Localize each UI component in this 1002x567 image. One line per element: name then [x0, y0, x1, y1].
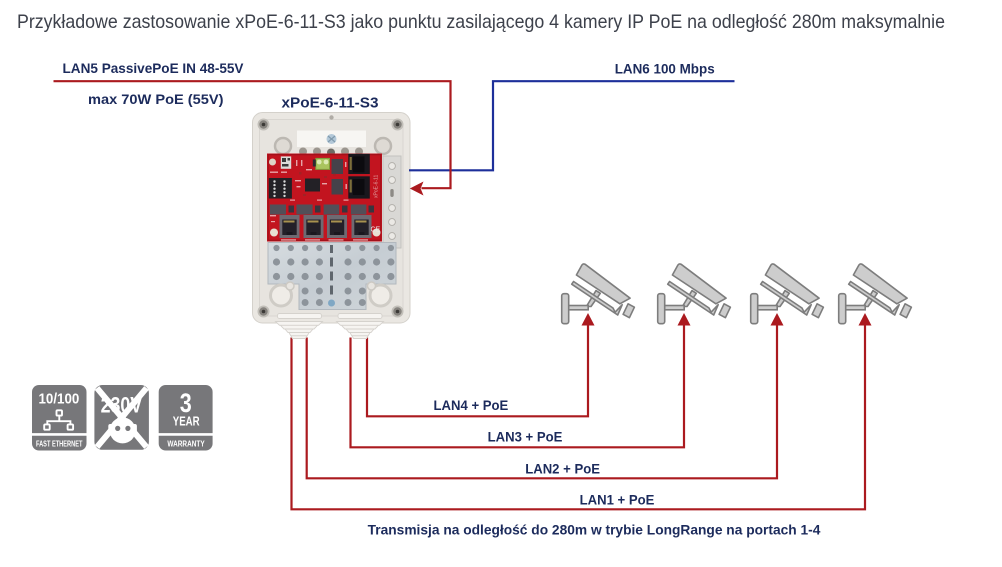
- svg-text:LAN6 100 Mbps: LAN6 100 Mbps: [615, 61, 715, 77]
- svg-text:10/100: 10/100: [39, 391, 80, 408]
- svg-text:xPoE-6-11: xPoE-6-11: [374, 175, 380, 198]
- svg-text:Transmisja na odległość do 280: Transmisja na odległość do 280m w trybie…: [368, 523, 821, 538]
- svg-text:YEAR: YEAR: [173, 413, 200, 428]
- svg-text:Przykładowe zastosowanie xPoE-: Przykładowe zastosowanie xPoE-6-11-S3 ja…: [17, 11, 945, 33]
- svg-text:CE: CE: [371, 227, 381, 234]
- svg-text:LAN5 PassivePoE IN 48-55V: LAN5 PassivePoE IN 48-55V: [63, 61, 245, 76]
- svg-text:FAST ETHERNET: FAST ETHERNET: [36, 439, 83, 449]
- svg-text:LAN3 + PoE: LAN3 + PoE: [488, 429, 563, 445]
- svg-text:LAN1 + PoE: LAN1 + PoE: [580, 492, 655, 508]
- svg-text:LAN4 + PoE: LAN4 + PoE: [434, 397, 509, 413]
- svg-text:230V: 230V: [101, 392, 143, 417]
- svg-text:WARRANTY: WARRANTY: [167, 439, 205, 449]
- svg-text:LAN2 + PoE: LAN2 + PoE: [525, 461, 600, 477]
- svg-text:xPoE-6-11-S3: xPoE-6-11-S3: [282, 96, 379, 112]
- svg-text:3: 3: [180, 388, 192, 418]
- svg-text:max 70W PoE (55V): max 70W PoE (55V): [88, 91, 224, 107]
